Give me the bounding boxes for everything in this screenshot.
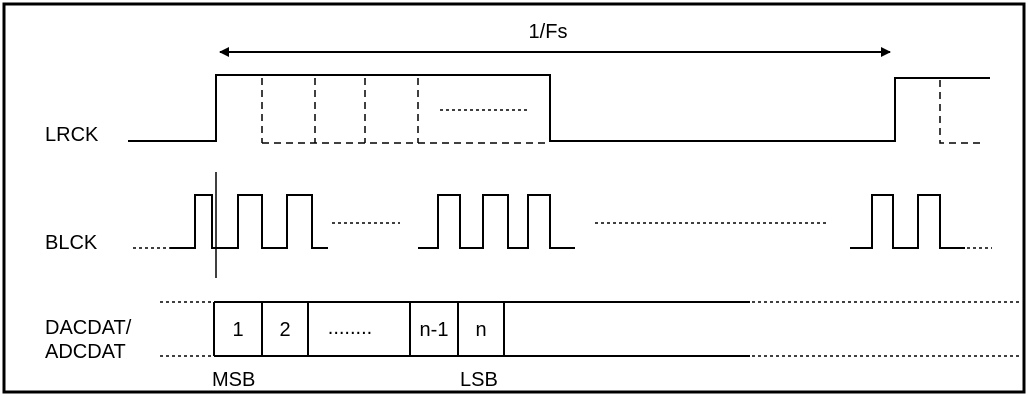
blck-waveform-group3	[850, 194, 965, 249]
period-label: 1/Fs	[529, 21, 568, 43]
bit-2: 2	[279, 319, 290, 341]
blck-waveform-group2	[418, 194, 575, 249]
adcdat-label: ADCDAT	[45, 341, 126, 363]
data-bus-lines	[214, 301, 750, 357]
bit-1: 1	[232, 319, 243, 341]
lrck-dashed-subslots	[261, 78, 985, 144]
bit-ellipsis: ........	[328, 317, 372, 339]
lsb-label: LSB	[460, 369, 498, 391]
lrck-waveform	[128, 74, 990, 142]
lrck-label: LRCK	[45, 124, 99, 146]
data-bit-dividers	[213, 302, 505, 356]
blck-waveform-group1	[170, 194, 328, 249]
data-trailing-dots	[752, 301, 1022, 357]
dacdat-label: DACDAT/	[45, 317, 132, 339]
data-leading-dots	[160, 301, 214, 357]
msb-label: MSB	[212, 369, 255, 391]
blck-label: BLCK	[45, 232, 98, 254]
bit-n-minus-1: n-1	[420, 319, 449, 341]
bit-n: n	[475, 319, 486, 341]
